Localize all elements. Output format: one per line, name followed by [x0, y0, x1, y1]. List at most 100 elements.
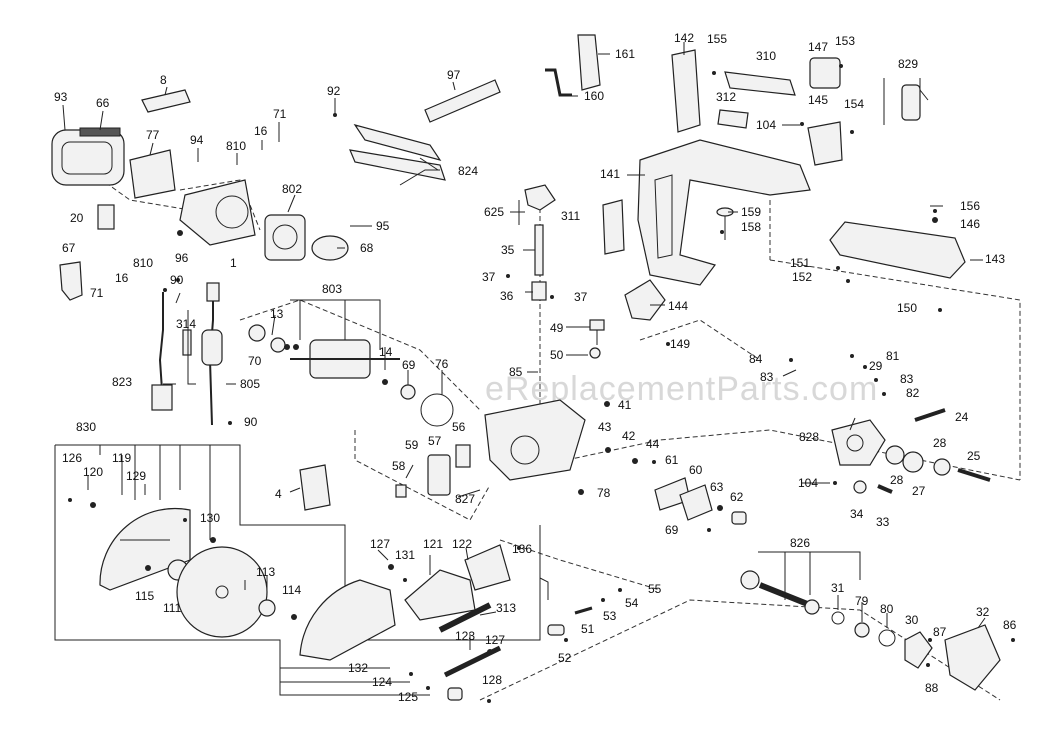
part-number-label: 71	[273, 107, 287, 121]
part-number-label: 823	[112, 375, 132, 389]
part-number-label: 8	[160, 73, 167, 87]
bracket-144	[624, 279, 666, 321]
part-number-label: 829	[898, 57, 918, 71]
washers-31-79-80	[831, 611, 896, 647]
hex-key-160	[545, 68, 572, 97]
part-number-label: 115	[135, 589, 154, 603]
part-number-label: 16	[254, 124, 268, 138]
part-number-label: 95	[376, 219, 390, 233]
part-number-label: 67	[62, 241, 76, 255]
plate-20	[97, 204, 115, 230]
guard-143	[829, 221, 966, 279]
motor-housing	[51, 127, 125, 186]
part-number-label: 70	[248, 354, 262, 368]
part-number-label: 63	[710, 480, 724, 494]
part-number-label: 310	[756, 49, 776, 63]
part-number-label: 59	[405, 438, 419, 452]
switch-4	[299, 464, 331, 511]
part-number-label: 828	[799, 430, 819, 444]
part-number-label: 127	[370, 537, 390, 551]
sticker-8	[141, 89, 191, 113]
part-number-label: 152	[792, 270, 812, 284]
plug-147	[809, 57, 841, 89]
bushing-36	[531, 281, 547, 301]
pad-58	[395, 484, 407, 498]
part-number-label: 827	[455, 492, 475, 506]
part-number-label: 129	[126, 469, 146, 483]
part-number-label: 66	[96, 96, 110, 110]
plates-60-61	[654, 477, 713, 521]
part-number-label: 80	[880, 602, 894, 616]
part-number-label: 90	[244, 415, 258, 429]
part-number-label: 34	[850, 507, 864, 521]
part-number-label: 51	[581, 622, 595, 636]
part-number-label: 16	[115, 271, 129, 285]
part-number-label: 43	[598, 420, 612, 434]
part-number-label: 161	[615, 47, 635, 61]
part-number-label: 160	[584, 89, 604, 103]
part-number-label: 54	[625, 596, 639, 610]
part-number-label: 55	[648, 582, 662, 596]
part-number-label: 111	[163, 601, 182, 615]
part-number-label: 313	[496, 601, 516, 615]
part-number-label: 155	[707, 32, 727, 46]
gasket-32	[944, 624, 1001, 691]
part-number-label: 149	[670, 337, 690, 351]
part-number-label: 97	[447, 68, 461, 82]
rod-35	[534, 224, 544, 276]
part-number-label: 128	[482, 673, 502, 687]
part-number-label: 35	[501, 243, 515, 257]
part-number-label: 82	[906, 386, 920, 400]
nut-62	[731, 511, 747, 525]
washer-34	[853, 480, 867, 494]
part-number-label: 154	[844, 97, 864, 111]
part-number-label: 125	[398, 690, 418, 704]
bushings-28-27	[885, 445, 951, 476]
part-number-label: 802	[282, 182, 302, 196]
part-number-label: 83	[900, 372, 914, 386]
part-number-label: 33	[876, 515, 890, 529]
label-310	[724, 71, 796, 96]
small-parts-dots	[68, 64, 1015, 703]
cord-805	[201, 282, 223, 426]
part-number-label: 44	[646, 437, 660, 451]
gearbox-827	[484, 399, 586, 481]
part-number-label: 104	[756, 118, 776, 132]
part-number-label: 104	[798, 476, 818, 490]
part-number-label: 61	[665, 453, 679, 467]
part-number-label: 20	[70, 211, 84, 225]
part-number-label: 25	[967, 449, 981, 463]
part-number-label: 143	[985, 252, 1005, 266]
part-number-label: 120	[83, 465, 103, 479]
watermark-text: eReplacementParts.com	[485, 370, 878, 408]
part-number-label: 114	[282, 583, 301, 597]
part-number-label: 826	[790, 536, 810, 550]
part-number-label: 147	[808, 40, 828, 54]
part-number-label: 123	[455, 629, 475, 643]
part-number-label: 153	[835, 34, 855, 48]
bracket-145	[807, 121, 843, 166]
part-number-label: 132	[348, 661, 368, 675]
part-number-label: 62	[730, 490, 744, 504]
part-number-label: 312	[716, 90, 736, 104]
part-number-label: 41	[618, 398, 632, 412]
brush-cap-77	[129, 149, 176, 199]
label-312	[717, 109, 749, 129]
bearing-69	[400, 384, 416, 400]
part-number-label: 86	[1003, 618, 1017, 632]
upper-guard-830	[99, 507, 191, 591]
part-number-label: 36	[500, 289, 514, 303]
part-number-label: 30	[905, 613, 919, 627]
part-number-label: 151	[790, 256, 810, 270]
part-number-label: 90	[170, 273, 184, 287]
screw-51	[547, 624, 565, 636]
part-number-label: 130	[200, 511, 220, 525]
part-number-label: 119	[112, 451, 131, 465]
dust-chute-121	[404, 569, 476, 621]
part-number-label: 31	[831, 581, 845, 595]
part-number-label: 1	[230, 256, 237, 270]
part-number-label: 131	[395, 548, 415, 562]
part-number-label: 830	[76, 420, 96, 434]
part-number-label: 52	[558, 651, 572, 665]
seal-56	[455, 444, 471, 468]
